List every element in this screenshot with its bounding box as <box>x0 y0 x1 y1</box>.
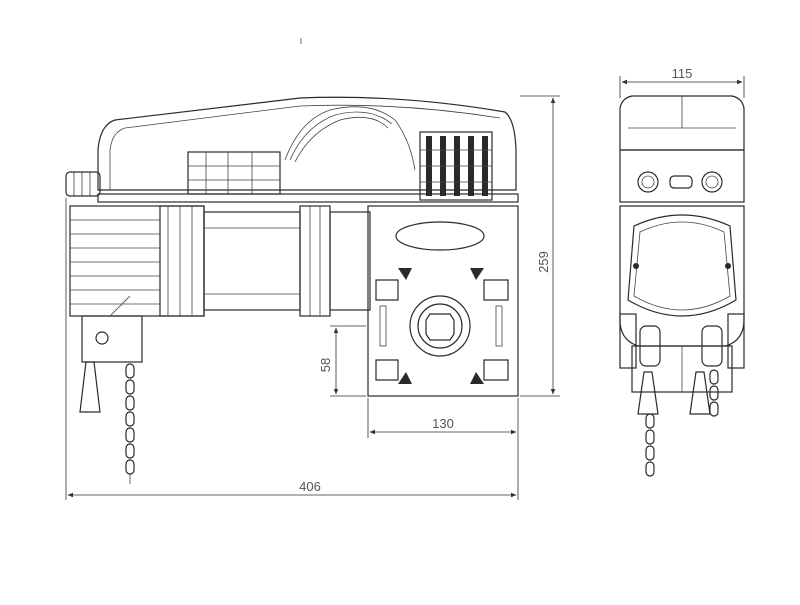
base-plate <box>97 193 519 203</box>
gearbox <box>367 205 519 397</box>
side-gland-left <box>637 171 659 193</box>
dim-gearbox-width-label: 130 <box>432 416 454 431</box>
nameplate-oval <box>395 221 485 251</box>
side-switch <box>669 175 693 189</box>
dim-offset-label: 58 <box>318 358 333 372</box>
side-bracket-right <box>727 313 745 369</box>
terminal-block <box>419 131 493 201</box>
pull-handle <box>79 361 101 413</box>
side-control-box <box>619 149 745 203</box>
side-handle-left <box>637 371 659 415</box>
side-handle-right <box>689 371 711 415</box>
hand-chain <box>125 363 135 484</box>
cable-gland <box>65 171 101 197</box>
release-bracket <box>81 295 143 363</box>
motor <box>69 205 371 317</box>
side-chain-left <box>645 413 655 477</box>
front-view <box>65 96 519 484</box>
side-cover <box>619 95 745 151</box>
dim-length-label: 406 <box>299 479 321 494</box>
dim-side-width-label: 115 <box>672 66 693 81</box>
side-gland-right <box>701 171 723 193</box>
side-chain-right <box>709 369 719 417</box>
cable-bundle <box>284 106 416 171</box>
side-gear-housing <box>619 205 745 347</box>
front-dimensions: 259 58 130 406 <box>65 38 560 500</box>
side-bracket-left <box>619 313 637 369</box>
side-dimensions: 115 <box>619 66 745 98</box>
top-cover <box>97 96 517 191</box>
limit-switch-block <box>187 151 281 195</box>
side-view <box>619 95 745 477</box>
dim-height-label: 259 <box>536 251 551 273</box>
